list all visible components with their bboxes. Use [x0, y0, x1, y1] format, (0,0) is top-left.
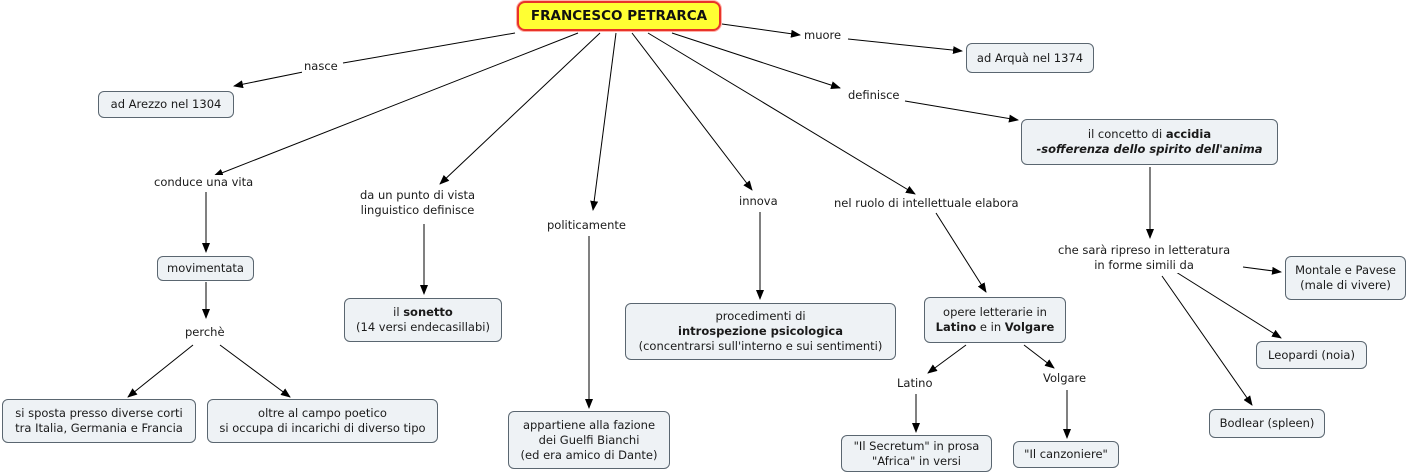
node-introspezione-line2: introspezione psicologica	[678, 324, 843, 339]
node-canzoniere[interactable]: "Il canzoniere"	[1013, 441, 1119, 468]
node-sonetto-bold: sonetto	[403, 305, 453, 319]
node-arqua-text: ad Arquà nel 1374	[976, 50, 1084, 65]
node-arezzo[interactable]: ad Arezzo nel 1304	[98, 91, 234, 118]
label-politicamente: politicamente	[545, 218, 628, 233]
label-perche: perchè	[183, 325, 227, 340]
node-accidia-bold: accidia	[1165, 127, 1212, 141]
edge-root-muore	[721, 23, 801, 38]
label-volgare: Volgare	[1041, 371, 1089, 386]
node-accidia-line2: -sofferenza dello spirito dell'anima	[1037, 142, 1263, 157]
node-poetico[interactable]: oltre al campo poetico si occupa di inca…	[207, 399, 438, 443]
label-conduce: conduce una vita	[152, 175, 256, 190]
edge-root-linguistico	[439, 32, 601, 185]
edge-root-ruolo	[647, 32, 916, 195]
edge-ripreso-leopardi	[1175, 271, 1282, 339]
label-ripreso: che sarà ripreso in letteratura in forme…	[1056, 243, 1233, 273]
node-sonetto-line1: il sonetto	[393, 305, 453, 320]
node-guelfi-line2: dei Guelfi Bianchi	[538, 432, 640, 447]
label-ripreso-line1: che sarà ripreso in letteratura	[1058, 243, 1231, 257]
node-opere-mid: e in	[976, 320, 1005, 334]
edge-definisce-accidia	[904, 100, 1019, 123]
label-nasce: nasce	[302, 59, 340, 74]
node-leopardi[interactable]: Leopardi (noia)	[1256, 341, 1367, 369]
node-sonetto[interactable]: il sonetto (14 versi endecasillabi)	[344, 298, 502, 342]
node-arqua[interactable]: ad Arquà nel 1374	[966, 43, 1094, 73]
edge-muore-arqua	[847, 38, 963, 55]
node-sonetto-pre: il	[393, 305, 404, 319]
edge-root-innova	[631, 32, 753, 191]
node-canzoniere-text: "Il canzoniere"	[1024, 447, 1108, 461]
label-linguistico-line2: linguistico definisce	[360, 203, 475, 217]
node-poetico-line2: si occupa di incarichi di diverso tipo	[219, 421, 426, 435]
node-secretum[interactable]: "Il Secretum" in prosa "Africa" in versi	[841, 435, 992, 472]
node-movimentata-text: movimentata	[167, 261, 244, 275]
node-accidia-line1: il concetto di accidia	[1088, 127, 1211, 142]
label-linguistico-line1: da un punto di vista	[360, 188, 476, 202]
node-corti[interactable]: si sposta presso diverse corti tra Itali…	[2, 399, 196, 443]
node-montale-line2: (male di vivere)	[1300, 278, 1391, 292]
edge-perche-corti	[127, 344, 194, 398]
node-sonetto-line2: (14 versi endecasillabi)	[356, 320, 490, 334]
node-accidia-pre: il concetto di	[1087, 127, 1166, 141]
edge-ruolo-opere	[935, 212, 987, 293]
node-introspezione-line3: (concentrarsi sull'interno e sui sentime…	[638, 339, 883, 353]
node-guelfi-line3: (ed era amico di Dante)	[520, 447, 658, 462]
node-secretum-line2: "Africa" in versi	[872, 453, 961, 468]
edge-root-conduce	[213, 32, 579, 177]
node-movimentata[interactable]: movimentata	[157, 256, 254, 281]
node-bodlear[interactable]: Bodlear (spleen)	[1209, 409, 1325, 438]
label-innova: innova	[737, 194, 780, 209]
label-linguistico: da un punto di vista linguistico definis…	[358, 188, 478, 218]
label-definisce: definisce	[846, 88, 902, 103]
edge-opere-latino	[927, 344, 967, 374]
label-ruolo: nel ruolo di intellettuale elabora	[832, 196, 1021, 211]
node-opere-line2: Latino e in Volgare	[936, 320, 1055, 335]
edge-ripreso-bodlear	[1161, 275, 1253, 406]
node-introspezione-bold: introspezione psicologica	[678, 324, 843, 338]
edge-opere-volgare	[1023, 344, 1055, 369]
node-bodlear-text: Bodlear (spleen)	[1219, 416, 1315, 430]
root-node[interactable]: FRANCESCO PETRARCA	[517, 1, 721, 31]
node-montale-line1: Montale e Pavese	[1295, 263, 1396, 277]
edge-ripreso-montale	[1242, 266, 1282, 275]
node-introspezione[interactable]: procedimenti di introspezione psicologic…	[625, 303, 896, 360]
node-corti-line1: si sposta presso diverse corti	[15, 406, 183, 420]
node-montale[interactable]: Montale e Pavese (male di vivere)	[1285, 256, 1406, 300]
edge-root-nasce	[342, 32, 516, 64]
node-corti-line2: tra Italia, Germania e Francia	[15, 421, 183, 435]
label-muore: muore	[802, 28, 844, 43]
node-guelfi[interactable]: appartiene alla fazione dei Guelfi Bianc…	[508, 411, 670, 469]
node-opere-bold2: Volgare	[1004, 320, 1055, 334]
node-accidia-italic: -sofferenza dello spirito dell'anima	[1036, 142, 1263, 156]
edge-root-definisce	[671, 32, 841, 90]
node-poetico-line1: oltre al campo poetico	[258, 406, 387, 420]
node-opere-bold1: Latino	[935, 320, 977, 334]
node-leopardi-text: Leopardi (noia)	[1268, 347, 1355, 362]
node-accidia[interactable]: il concetto di accidia -sofferenza dello…	[1021, 119, 1278, 165]
label-ripreso-line2: in forme simili da	[1094, 258, 1194, 272]
edge-root-politicamente	[590, 32, 617, 211]
edge-nasce-arezzo	[233, 71, 304, 89]
node-introspezione-line1: procedimenti di	[715, 309, 806, 323]
label-latino: Latino	[895, 376, 935, 391]
node-opere-line1: opere letterarie in	[943, 305, 1047, 319]
node-secretum-line1: "Il Secretum" in prosa	[853, 438, 980, 453]
node-guelfi-line1: appartiene alla fazione	[522, 417, 656, 432]
node-opere[interactable]: opere letterarie in Latino e in Volgare	[924, 297, 1066, 343]
edge-perche-poetico	[219, 344, 291, 398]
node-arezzo-text: ad Arezzo nel 1304	[110, 97, 222, 111]
